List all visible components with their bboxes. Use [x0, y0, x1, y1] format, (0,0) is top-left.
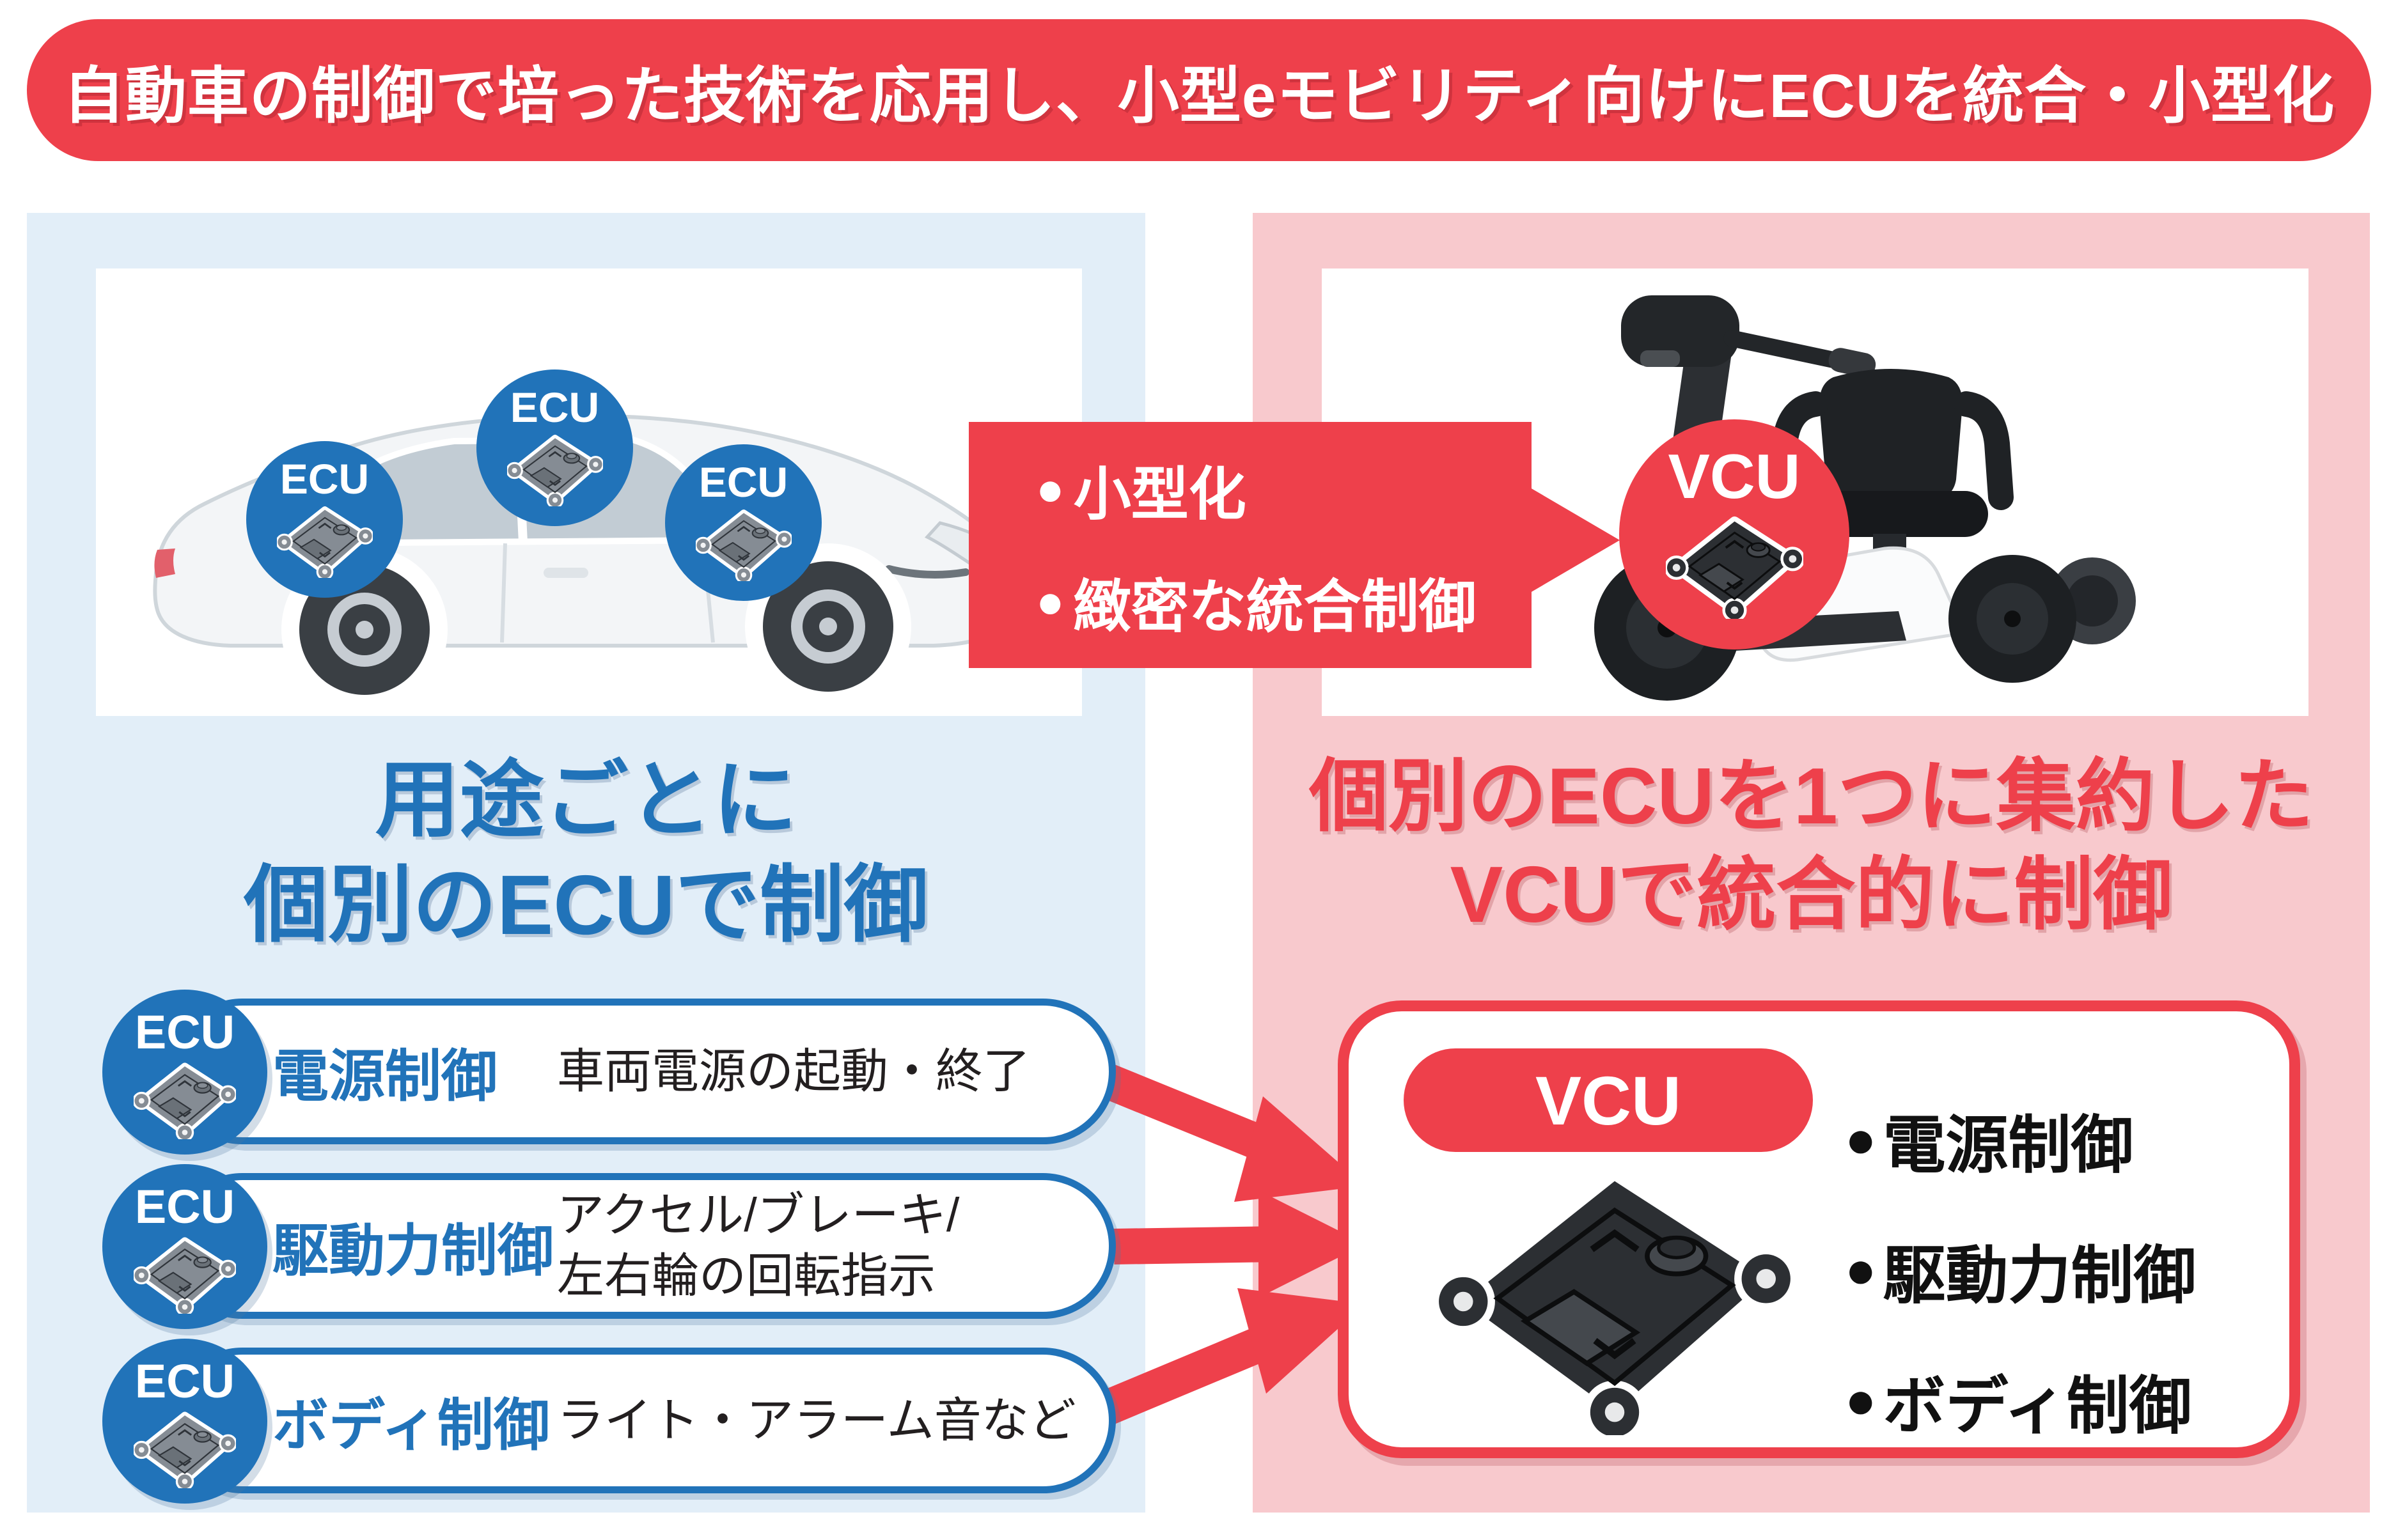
vcu-function-text: ボディ制御 [1883, 1371, 2192, 1441]
bullet-icon: ● [1036, 462, 1065, 515]
ecu-label: ECU [698, 458, 788, 506]
benefits-callout: ● 小型化 ● 緻密な統合制御 [969, 422, 1532, 668]
bullet-icon: ● [1845, 1371, 1877, 1429]
ecu-chip-icon [134, 1234, 236, 1314]
ecu-label: ECU [134, 1355, 235, 1408]
ecu-label: ECU [279, 455, 370, 502]
ecu-chip-icon [696, 507, 792, 581]
vcu-function-text: 電源制御 [1883, 1110, 2134, 1180]
benefit-text: 緻密な統合制御 [1073, 575, 1477, 639]
bullet-icon: ● [1845, 1110, 1877, 1169]
row-ecu-badge-2: ECU [102, 1164, 267, 1329]
benefit-item: ● 緻密な統合制御 [1036, 560, 1532, 643]
row-description: 車両電源の起動・終了 [557, 1041, 1030, 1102]
title-banner-text: 自動車の制御で培った技術を応用し、小型eモビリティ向けにECUを統合・小型化 [63, 61, 2335, 130]
row-description-line: 左右輪の回転指示 [557, 1249, 936, 1302]
row-label: ボディ制御 [272, 1393, 550, 1457]
vcu-function-item: ● ボディ制御 [1845, 1355, 2197, 1446]
ecu-chip-icon [134, 1060, 236, 1139]
bullet-icon: ● [1036, 575, 1065, 628]
vcu-function-item: ● 駆動力制御 [1845, 1225, 2197, 1316]
row-description-line: ライト・アラーム音など [557, 1393, 1076, 1447]
car-ecu-badge-3: ECU [665, 444, 822, 601]
car-ecu-badge-2: ECU [476, 369, 633, 526]
row-description: ライト・アラーム音など [557, 1390, 1076, 1451]
vcu-functions-list: ● 電源制御 ● 駆動力制御 ● ボディ制御 [1845, 1094, 2197, 1446]
scooter-vcu-badge: VCU [1619, 419, 1849, 649]
ecu-chip-icon [134, 1409, 236, 1488]
ecu-chip-icon [277, 504, 373, 578]
left-heading-line2: 個別のECUで制御 [244, 857, 929, 952]
row-ecu-badge-3: ECU [102, 1339, 267, 1504]
ecu-chip-icon [507, 432, 603, 506]
ecu-row-body: ボディ制御 ライト・アラーム音など [169, 1348, 1116, 1493]
vcu-function-text: 駆動力制御 [1883, 1240, 2197, 1311]
vcu-function-item: ● 電源制御 [1845, 1094, 2197, 1185]
right-heading-line2: VCUで統合的に制御 [1450, 850, 2173, 939]
row-description-line: 車両電源の起動・終了 [557, 1044, 1030, 1098]
row-description: アクセル/ブレーキ/ 左右輪の回転指示 [557, 1185, 959, 1306]
right-heading: 個別のECUを1つに集約した VCUで統合的に制御 [1253, 748, 2370, 945]
benefit-text: 小型化 [1073, 462, 1246, 527]
benefit-item: ● 小型化 [1036, 447, 1532, 531]
row-description-line: アクセル/ブレーキ/ [557, 1188, 960, 1242]
ecu-label: ECU [134, 1006, 235, 1059]
car-ecu-badge-1: ECU [246, 441, 403, 598]
ecu-label: ECU [510, 384, 600, 431]
bullet-icon: ● [1845, 1241, 1877, 1299]
ecu-row-power: 電源制御 車両電源の起動・終了 [169, 999, 1116, 1144]
callout-arrow-icon [1530, 488, 1620, 593]
vcu-label: VCU [1668, 441, 1801, 511]
vcu-pill: VCU [1404, 1048, 1813, 1152]
ecu-row-drive: 駆動力制御 アクセル/ブレーキ/ 左右輪の回転指示 [169, 1173, 1116, 1319]
right-heading-line1: 個別のECUを1つに集約した [1309, 752, 2314, 841]
ecu-label: ECU [134, 1180, 235, 1233]
left-heading: 用途ごとに 個別のECUで制御 [27, 748, 1145, 957]
vcu-chip-icon [1666, 513, 1803, 619]
row-label: 電源制御 [272, 1044, 498, 1108]
row-label: 駆動力制御 [272, 1218, 554, 1282]
title-banner: 自動車の制御で培った技術を応用し、小型eモビリティ向けにECUを統合・小型化 [27, 19, 2371, 161]
row-ecu-badge-1: ECU [102, 990, 267, 1155]
left-heading-line1: 用途ごとに [375, 753, 797, 847]
vcu-device-image [1436, 1158, 1794, 1435]
